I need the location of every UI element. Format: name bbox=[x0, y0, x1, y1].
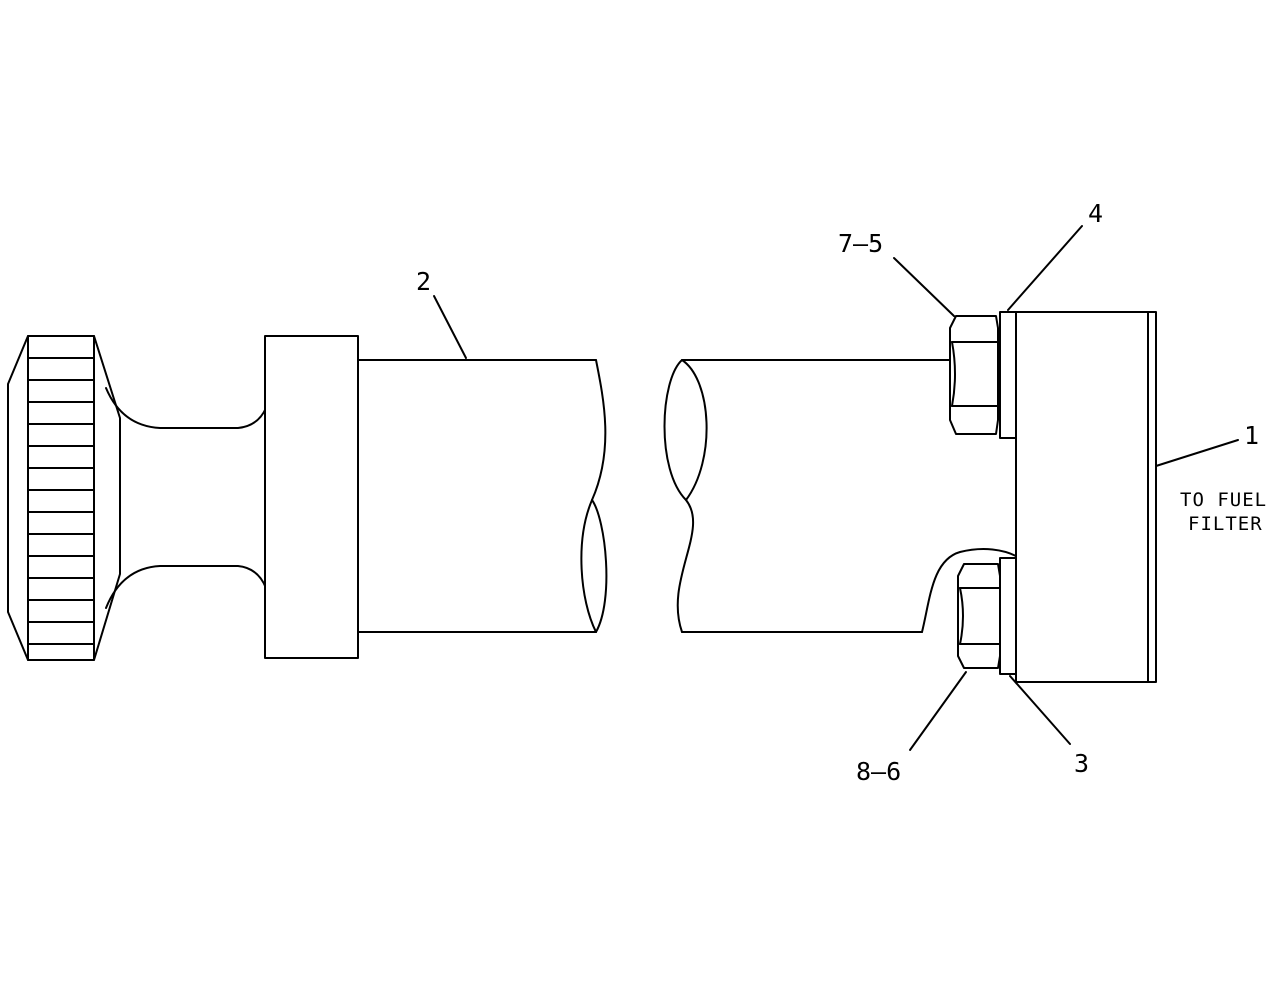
callout-part-4: 4 bbox=[1088, 199, 1103, 228]
filter-base bbox=[1015, 311, 1157, 683]
callout-part-3: 3 bbox=[1074, 749, 1089, 778]
flange-block bbox=[264, 335, 359, 659]
note-line-1: TO FUEL bbox=[1180, 489, 1267, 511]
upper-nut bbox=[949, 315, 999, 435]
knob-neck bbox=[105, 387, 267, 609]
tube-left-segment bbox=[357, 359, 608, 633]
callout-part-7-5: 7–5 bbox=[838, 229, 883, 258]
lower-washer bbox=[999, 557, 1017, 675]
callout-part-8-6: 8–6 bbox=[856, 757, 901, 786]
leader-lines bbox=[433, 225, 1239, 751]
callout-part-2: 2 bbox=[416, 267, 431, 296]
tube-right-segment bbox=[663, 359, 1017, 633]
callout-part-1: 1 bbox=[1244, 421, 1259, 450]
knurled-knob bbox=[7, 335, 121, 661]
note-line-2: FILTER bbox=[1188, 513, 1263, 535]
upper-washer bbox=[999, 311, 1017, 439]
lower-nut bbox=[957, 563, 1001, 669]
